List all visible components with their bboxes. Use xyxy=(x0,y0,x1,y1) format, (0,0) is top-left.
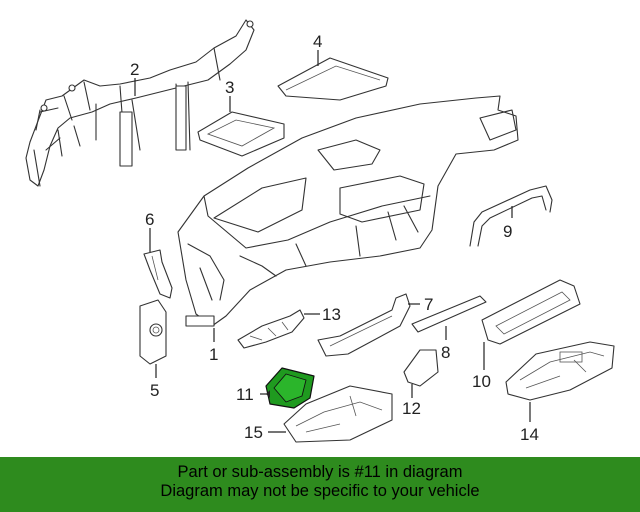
part-9-seal[interactable] xyxy=(469,185,553,247)
callout-1: 1 xyxy=(209,345,218,364)
banner-line-2: Diagram may not be specific to your vehi… xyxy=(160,482,480,500)
callout-13: 13 xyxy=(322,305,341,324)
part-10-panel[interactable] xyxy=(481,279,581,345)
part-7-trim-strip[interactable] xyxy=(317,293,411,357)
banner-line-1: Part or sub-assembly is #11 in diagram xyxy=(177,463,463,481)
callout-12: 12 xyxy=(402,399,421,418)
callout-4: 4 xyxy=(313,32,322,51)
part-13-bracket[interactable] xyxy=(237,309,305,349)
callout-3: 3 xyxy=(225,78,234,97)
part-3-grille[interactable] xyxy=(197,111,285,157)
part-5-trim[interactable] xyxy=(139,299,167,365)
callout-5: 5 xyxy=(150,381,159,400)
part-14-lower-cover[interactable] xyxy=(505,341,615,401)
callout-10: 10 xyxy=(472,372,491,391)
diagram-canvas: 2 3 4 6 5 1 13 7 8 9 10 12 14 15 11 xyxy=(25,19,615,444)
part-6-bracket[interactable] xyxy=(143,249,173,299)
part-1-instrument-panel[interactable] xyxy=(177,95,519,327)
callout-6: 6 xyxy=(145,210,154,229)
part-11-highlighted[interactable] xyxy=(265,367,315,409)
callout-2: 2 xyxy=(130,60,139,79)
callout-15: 15 xyxy=(244,423,263,442)
callout-7: 7 xyxy=(424,295,433,314)
callout-labels: 2 3 4 6 5 1 13 7 8 9 10 12 14 15 11 xyxy=(130,32,539,444)
leader-lines xyxy=(134,50,531,433)
part-4-panel[interactable] xyxy=(277,57,389,101)
callout-8: 8 xyxy=(441,343,450,362)
callout-11: 11 xyxy=(236,385,254,404)
callout-14: 14 xyxy=(520,425,539,444)
info-banner: Part or sub-assembly is #11 in diagram D… xyxy=(0,457,640,512)
part-12-bracket[interactable] xyxy=(403,349,439,387)
part-8-strip[interactable] xyxy=(411,295,487,333)
part-15-lower-cover[interactable] xyxy=(283,385,393,443)
part-2-crossmember[interactable] xyxy=(25,19,255,187)
callout-9: 9 xyxy=(503,222,512,241)
